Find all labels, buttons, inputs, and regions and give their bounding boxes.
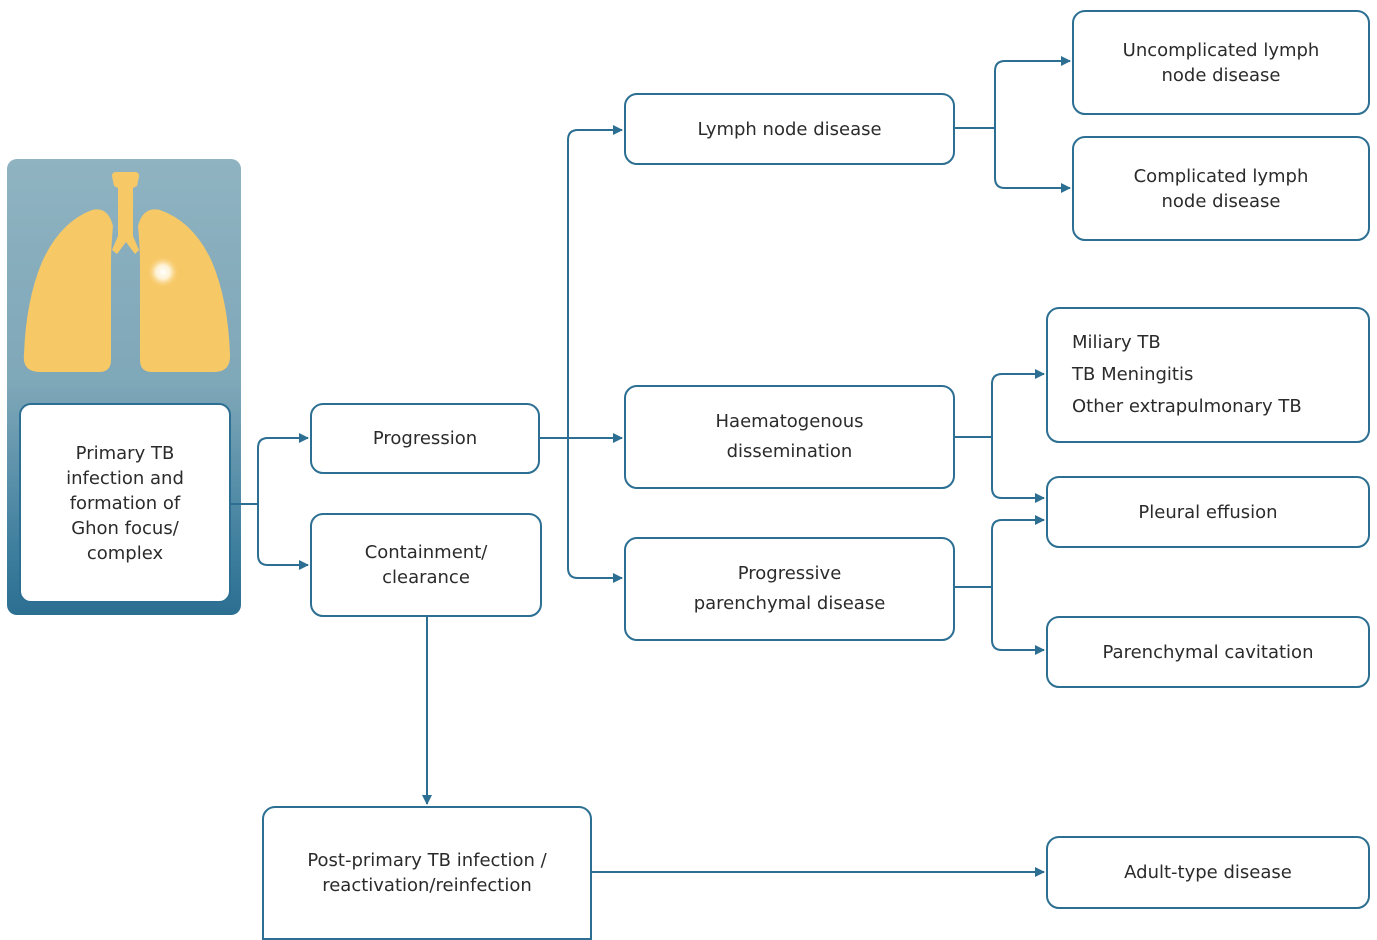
node-parenchymal-cavitation: Parenchymal cavitation	[1046, 616, 1370, 688]
node-progression-label: Progression	[372, 428, 478, 449]
node-uncomplicated-lymph-label: Uncomplicated lymph node disease	[1122, 39, 1320, 86]
node-post-primary: Post-primary TB infection / reactivation…	[262, 806, 592, 940]
node-haematogenous-label: Haematogenous dissemination	[715, 411, 864, 462]
node-disseminated-list: Miliary TB TB Meningitis Other extrapulm…	[1046, 307, 1370, 443]
node-lymph-node-disease: Lymph node disease	[624, 93, 955, 165]
node-pleural-effusion-label: Pleural effusion	[1138, 501, 1278, 523]
node-pleural-effusion: Pleural effusion	[1046, 476, 1370, 548]
node-uncomplicated-lymph: Uncomplicated lymph node disease	[1072, 10, 1370, 115]
node-progressive-parenchymal-label: Progressive parenchymal disease	[693, 563, 886, 614]
node-containment: Containment/ clearance	[310, 513, 542, 617]
ghon-focus-icon	[147, 256, 179, 288]
node-adult-type-disease: Adult-type disease	[1046, 836, 1370, 909]
node-parenchymal-cavitation-label: Parenchymal cavitation	[1102, 641, 1314, 663]
node-complicated-lymph: Complicated lymph node disease	[1072, 136, 1370, 241]
node-primary-tb: Primary TB infection and formation of Gh…	[19, 403, 231, 603]
list-item-extrapulmonary: Other extrapulmonary TB	[1072, 396, 1302, 417]
node-primary-tb-label: Primary TB infection and formation of Gh…	[66, 442, 184, 564]
node-complicated-lymph-label: Complicated lymph node disease	[1133, 165, 1309, 212]
node-containment-label: Containment/ clearance	[364, 542, 488, 588]
node-post-primary-label: Post-primary TB infection / reactivation…	[307, 850, 547, 896]
disseminated-list: Miliary TB TB Meningitis Other extrapulm…	[1072, 327, 1302, 423]
node-lymph-node-disease-label: Lymph node disease	[697, 118, 882, 140]
list-item-miliary: Miliary TB	[1072, 332, 1161, 353]
node-progression: Progression	[310, 403, 540, 474]
node-progressive-parenchymal: Progressive parenchymal disease	[624, 537, 955, 641]
node-adult-type-disease-label: Adult-type disease	[1124, 862, 1292, 883]
node-haematogenous: Haematogenous dissemination	[624, 385, 955, 489]
top-clipped-text-strip	[0, 0, 1377, 4]
list-item-meningitis: TB Meningitis	[1072, 364, 1194, 385]
